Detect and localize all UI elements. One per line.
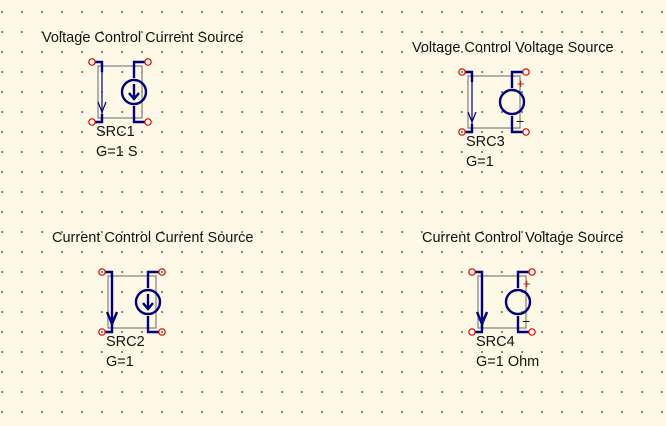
component-body-frame: [467, 75, 521, 129]
port-4[interactable]: [528, 328, 536, 336]
arrow-head-icon: [475, 311, 489, 328]
component-param-src4[interactable]: G=1 Ohm: [476, 354, 540, 370]
component-src4[interactable]: +−: [468, 268, 536, 336]
component-src1[interactable]: [88, 58, 152, 126]
input-wire-bottom: [95, 114, 104, 124]
component-param-src3[interactable]: G=1: [466, 154, 494, 170]
port-3[interactable]: [458, 128, 466, 136]
current-arrow-head-icon: [142, 302, 154, 311]
component-name-src1[interactable]: SRC1: [96, 124, 135, 140]
port-2[interactable]: [528, 268, 536, 276]
component-name-src2[interactable]: SRC2: [106, 334, 145, 350]
output-wire-top: [132, 60, 145, 78]
component-param-src1[interactable]: G=1 S: [96, 144, 138, 160]
component-src2[interactable]: [98, 268, 166, 336]
minus-sign-icon: −: [522, 313, 530, 329]
title-cccs: Current Control Current Source: [52, 230, 254, 246]
port-4[interactable]: [144, 118, 152, 126]
voltage-source-icon: [498, 88, 526, 116]
port-1[interactable]: [458, 68, 466, 76]
arrow-head-icon: [97, 101, 107, 114]
component-body-frame: [477, 275, 527, 329]
current-source-icon: [120, 78, 148, 106]
component-body-frame: [107, 275, 157, 329]
component-param-src2[interactable]: G=1: [106, 354, 134, 370]
port-3[interactable]: [468, 328, 476, 336]
port-2[interactable]: [522, 68, 530, 76]
input-wire-bottom: [465, 124, 474, 134]
component-name-src3[interactable]: SRC3: [466, 134, 505, 150]
component-name-src4[interactable]: SRC4: [476, 334, 515, 350]
current-source-icon: [134, 288, 162, 316]
port-2[interactable]: [158, 268, 166, 276]
port-4[interactable]: [158, 328, 166, 336]
output-wire-bottom: [516, 316, 529, 334]
port-2[interactable]: [144, 58, 152, 66]
port-1[interactable]: [88, 58, 96, 66]
title-vccs: Voltage Control Current Source: [42, 30, 244, 46]
minus-sign-icon: −: [516, 113, 524, 129]
port-1[interactable]: [98, 268, 106, 276]
title-vcvs: Voltage Control Voltage Source: [412, 40, 614, 56]
arrow-head-icon: [467, 111, 477, 124]
input-wire-top: [95, 60, 104, 72]
arrow-head-icon: [105, 311, 119, 328]
port-3[interactable]: [88, 118, 96, 126]
voltage-source-icon: [504, 288, 532, 316]
port-4[interactable]: [522, 128, 530, 136]
output-wire-bottom: [132, 106, 145, 124]
input-wire-top: [105, 270, 114, 282]
current-arrow-head-icon: [128, 92, 140, 101]
port-3[interactable]: [98, 328, 106, 336]
input-wire-top: [465, 70, 474, 82]
port-1[interactable]: [468, 268, 476, 276]
output-wire-bottom: [510, 116, 523, 134]
component-body-frame: [97, 65, 143, 119]
output-wire-top: [510, 70, 523, 88]
output-wire-top: [146, 270, 159, 288]
input-wire-top: [475, 270, 484, 282]
title-ccvs: Current Control Voltage Source: [422, 230, 624, 246]
plus-sign-icon: +: [523, 276, 531, 291]
output-wire-top: [516, 270, 529, 288]
output-wire-bottom: [146, 316, 159, 334]
component-src3[interactable]: +−: [458, 68, 530, 136]
plus-sign-icon: +: [517, 76, 525, 91]
